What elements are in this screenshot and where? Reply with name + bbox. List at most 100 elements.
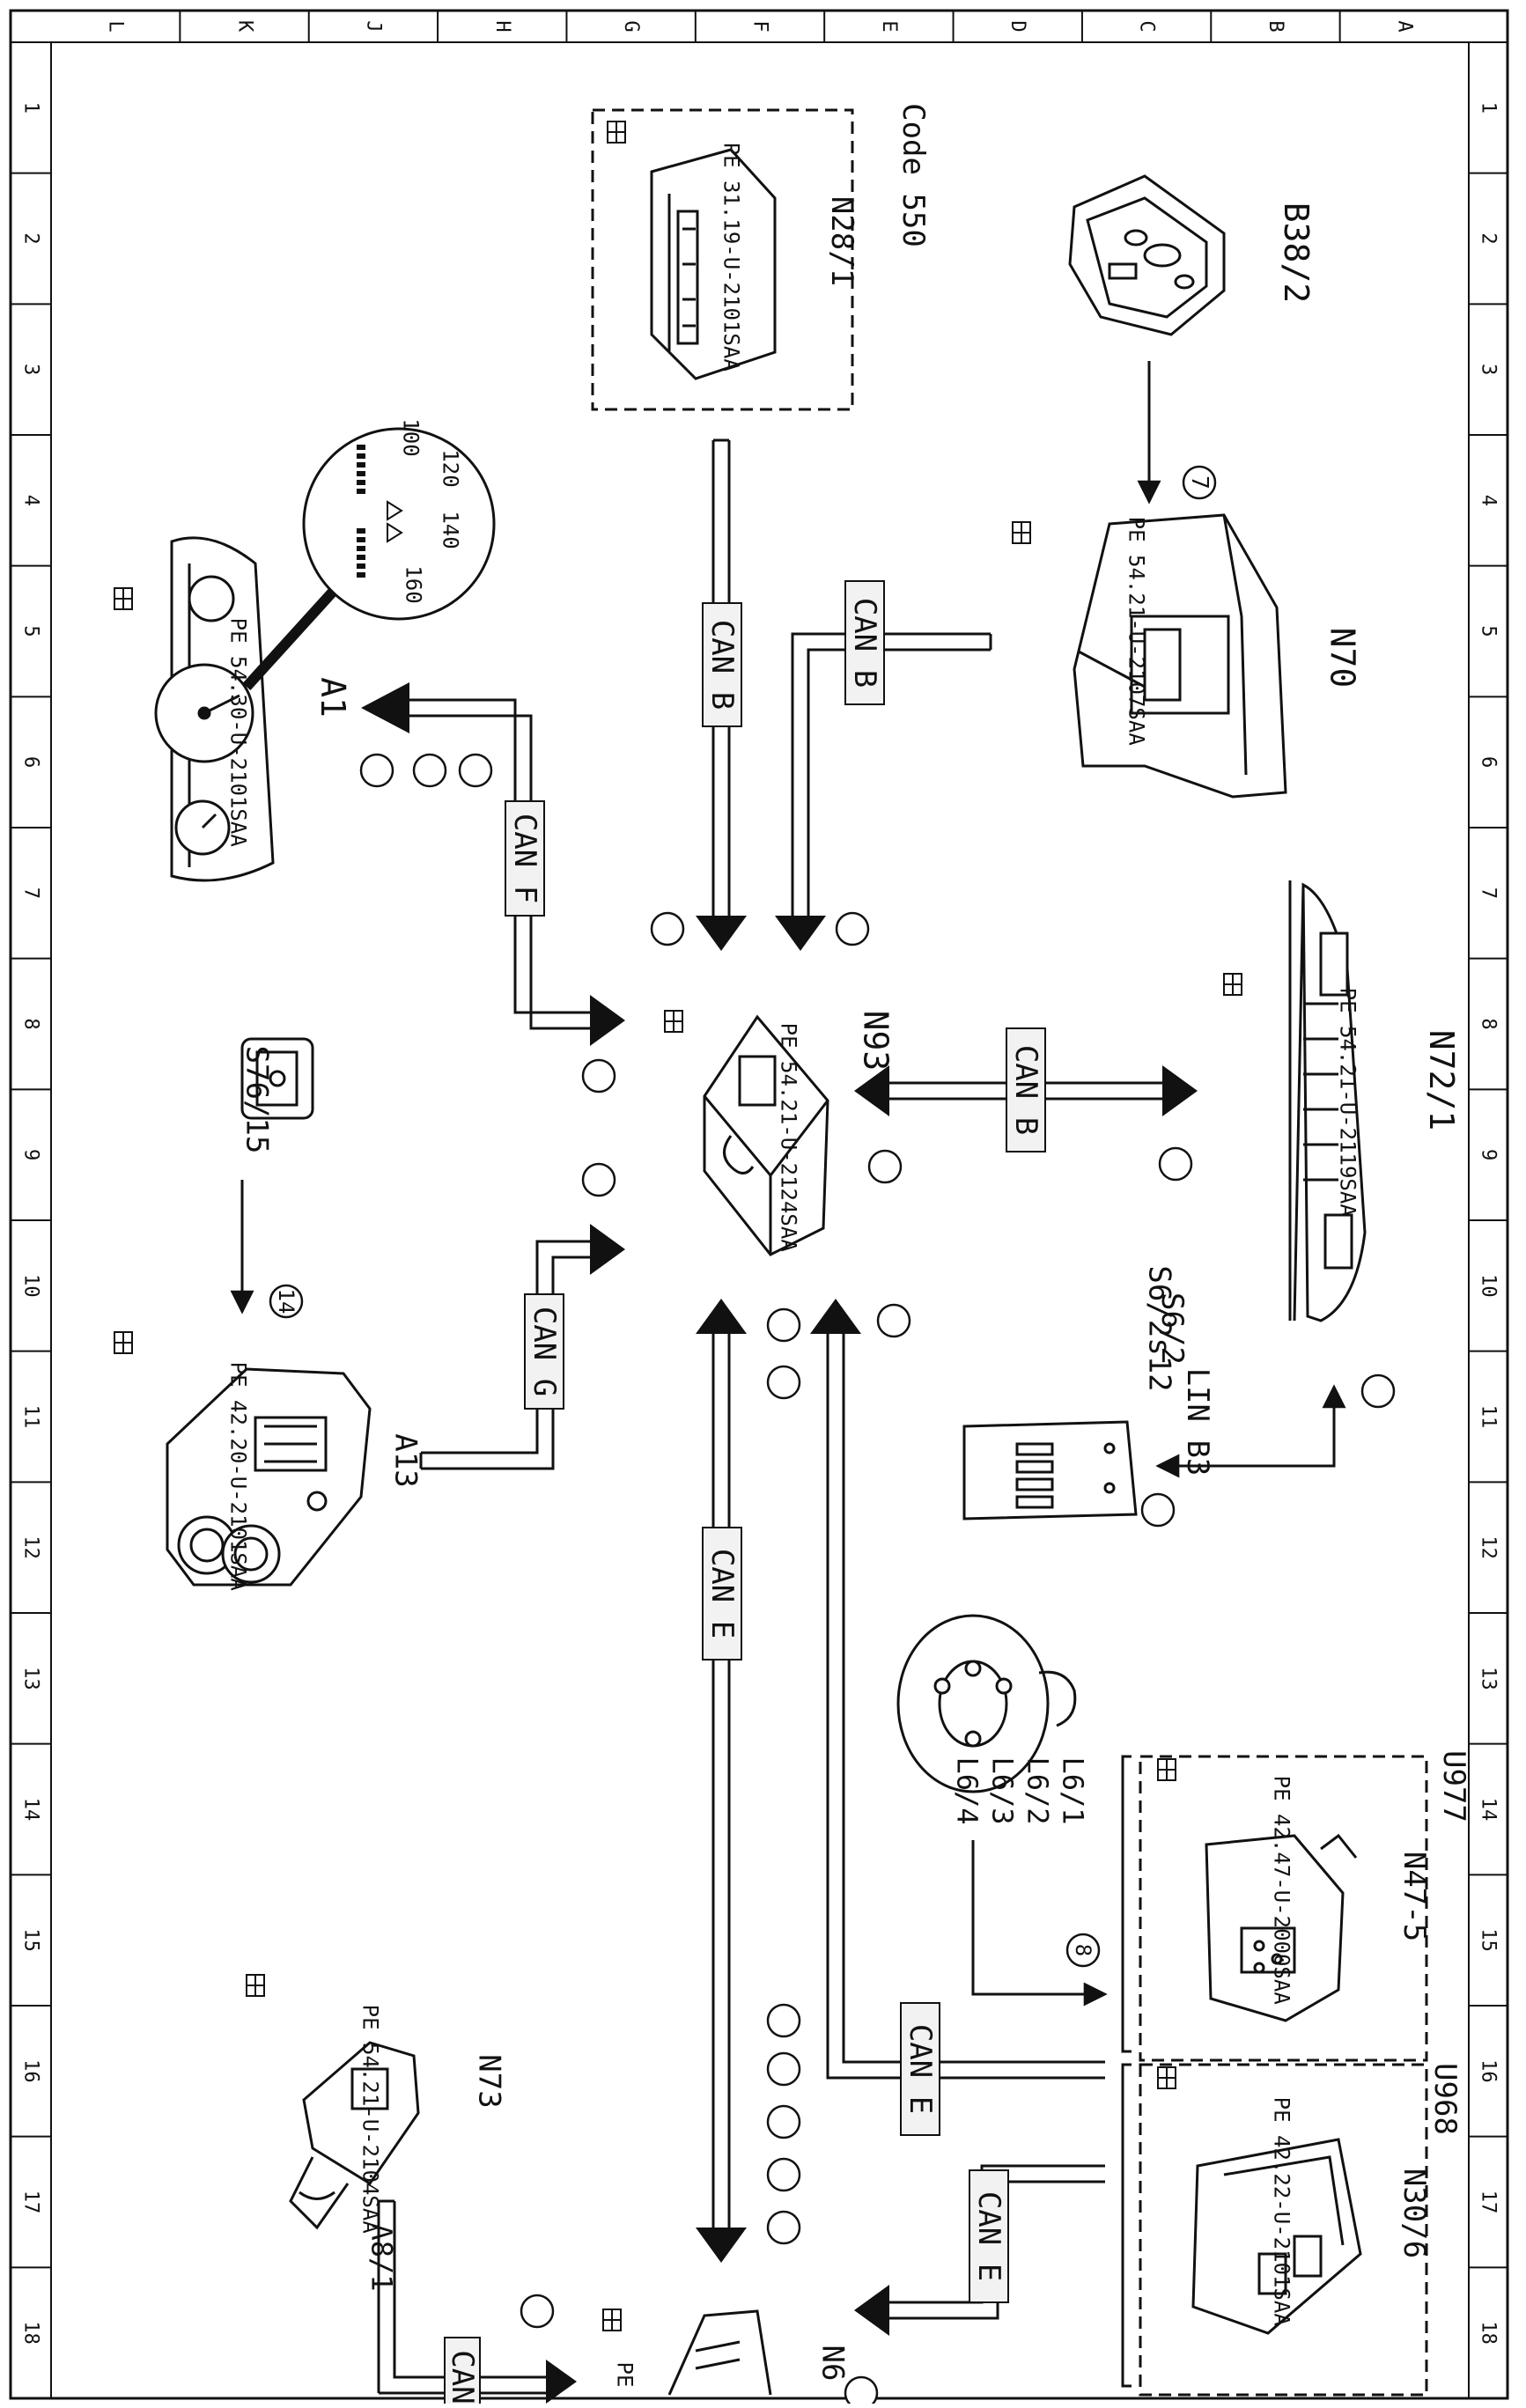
u968-component: U968 N30/6 PE 42.22-U-2101SAA [1121,2063,1463,2397]
u977-component: U977 N47-5 PE 42.47-U-2000SAA [1121,1750,1471,2062]
grid-letter: H [491,20,513,32]
bus-label-box [844,580,885,705]
n30-6-label: N30/6 [1397,2169,1432,2258]
n70-component: N70 PE 54.21-U-2107SAA [1073,513,1361,799]
svg-text:100: 100 [399,418,424,456]
n70-ref: PE 54.21-U-2107SAA [1124,517,1148,747]
circled-number-ring [766,1365,801,1400]
grid-letter: E [878,20,900,32]
grid-number-left: 6 [20,756,42,768]
u977-label: U977 [1436,1750,1471,1823]
grid-number-left: 17 [20,2191,42,2214]
n93-component: N93 PE 54.21-U-2124SAA [703,1011,895,1256]
circled-number-ring [844,2375,879,2408]
grid-number-left: 7 [20,887,42,899]
grid-letter: B [1264,20,1286,32]
combination-switch-icon [962,1420,1138,1521]
bus-label-box [1006,1027,1046,1152]
grid-number-right: 15 [1478,1928,1500,1952]
svg-text:14: 14 [274,1289,299,1314]
circled-number-ring [766,2051,801,2087]
warning-triangle-icon [387,500,403,521]
pe-book-icon [1012,521,1031,544]
grid-letter: C [1136,20,1158,32]
grid-number-right: 1 [1478,102,1500,114]
grid-number-left: 10 [20,1274,42,1298]
n47-5-label: N47-5 [1397,1852,1432,1941]
grid-letter: D [1006,20,1028,32]
bus-label-can-f: CAN F [507,814,542,903]
grid-letter: K [233,20,255,33]
ignition-switch-icon [289,2041,420,2230]
a13-component: A13 PE 42.20-U-2101SAA [166,1362,424,1591]
svg-text:160: 160 [402,565,426,603]
bus-label-lin-b3: LIN B3 [1180,1368,1215,1476]
svg-text:140: 140 [439,511,463,549]
partial-module-icon [667,2309,772,2396]
bus-label-box [702,1527,742,1661]
grid-number-left: 12 [20,1535,42,1559]
wheel-speed-sensor-icon [896,1614,1077,1793]
u968-label: U968 [1427,2063,1463,2135]
pe-partial-ref: PE [612,2362,637,2388]
circle-num-l6: 8 [1065,1933,1101,1968]
circled-numbers [359,753,1396,2408]
grid-number-left: 2 [20,232,42,244]
grid-number-right: 13 [1478,1667,1500,1690]
abs-control-unit-icon [1191,2138,1362,2335]
speedo-detail-callout: 120 140 100 160 [242,418,496,691]
grid-number-right: 5 [1478,625,1500,637]
a13-label: A13 [388,1433,424,1487]
grid-number-right: 10 [1478,1274,1500,1298]
circled-number-ring [581,1058,616,1094]
trailer-module-icon [650,148,777,380]
n28-1-code: Code 550 [896,103,931,247]
circled-number-ring [835,911,870,946]
circled-number-ring [581,1162,616,1197]
s76-15-component: S76/15 [239,1037,314,1153]
esp-control-unit-icon [1205,1833,1358,2022]
pe-book-icon [114,587,133,610]
rain-light-sensor-icon [1068,174,1226,336]
u977-bracket [1121,1755,1132,2053]
grid-number-right: 8 [1478,1018,1500,1029]
circled-number-ring [412,753,447,788]
n72-1-component: N72/1 PE 54.21-U-2119SAA [1288,880,1461,1322]
bus-label-can-e-n47: CAN E [903,2024,938,2114]
grid-number-left: 9 [20,1149,42,1160]
bus-label-box [505,800,545,917]
grid-number-right: 2 [1478,232,1500,244]
l6-1-label: L6/1 [1057,1756,1090,1824]
grid-number-left: 13 [20,1667,42,1690]
grid-number-right: 6 [1478,756,1500,768]
circled-number-ring [1360,1373,1396,1409]
grid-number-left: 5 [20,625,42,637]
circle-num-b38: 7 [1182,465,1217,500]
n72-1-label: N72/1 [1422,1030,1461,1130]
circled-number-ring [1140,1492,1176,1528]
grid-number-left: 3 [20,364,42,375]
circled-number-ring [876,1303,911,1338]
circle-num-s76: 14 [269,1284,304,1319]
l6-4-label: L6/4 [951,1756,984,1824]
n73-ref: PE 54.21-U-2104SAA [358,2005,382,2235]
bus-arrowheads [361,682,1198,2404]
n70-label: N70 [1323,628,1361,689]
bus-label-box [524,1293,564,1410]
b38-2-label: B38/2 [1277,203,1316,303]
pe-book-icon [607,121,626,144]
pe-book-icon [246,1974,265,1997]
svg-text:8: 8 [1071,1944,1095,1956]
grid-letter: J [362,20,384,32]
n6-partial-label: N6 [815,2345,850,2382]
instrument-cluster-icon [154,536,275,882]
b38-2-component: B38/2 [1068,174,1316,336]
n28-1-dashed-box [591,108,854,411]
svg-text:7: 7 [1186,475,1213,490]
